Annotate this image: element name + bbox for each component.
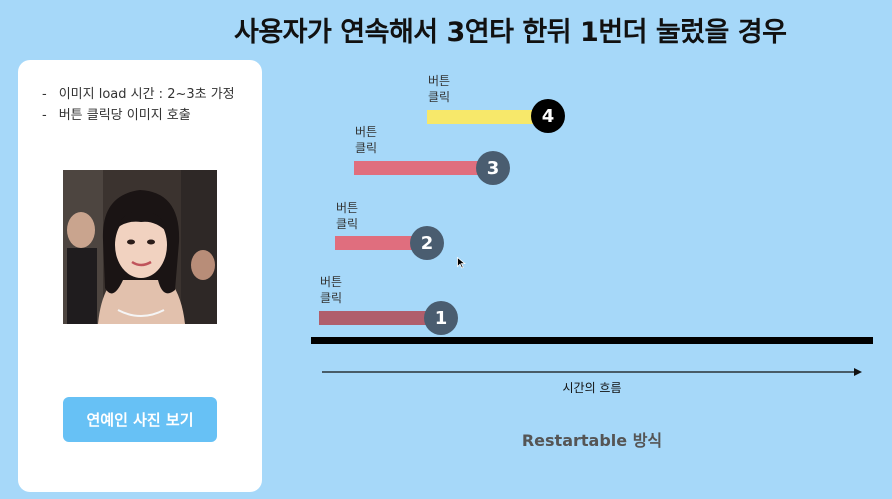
click-label-4: 버튼 클릭 bbox=[428, 74, 451, 104]
click-label-2: 버튼 클릭 bbox=[336, 201, 359, 231]
time-axis-label: 시간의 흐름 bbox=[562, 381, 622, 395]
page-title: 사용자가 연속해서 3연타 한뒤 1번더 눌렀을 경우 bbox=[234, 17, 787, 48]
click-label-3: 버튼 클릭 bbox=[355, 125, 378, 155]
click-badge-3: 3 bbox=[476, 151, 510, 185]
load-bar-2 bbox=[335, 236, 419, 250]
notes-list: 이미지 load 시간 : 2~3초 가정 버튼 클릭당 이미지 호출 bbox=[42, 84, 235, 126]
note-item: 버튼 클릭당 이미지 호출 bbox=[42, 105, 235, 126]
click-badge-4: 4 bbox=[531, 99, 565, 133]
note-item: 이미지 load 시간 : 2~3초 가정 bbox=[42, 84, 235, 105]
celebrity-photo bbox=[63, 170, 217, 324]
load-bar-1 bbox=[319, 311, 435, 325]
mouse-cursor-icon bbox=[457, 257, 466, 269]
demo-card: 이미지 load 시간 : 2~3초 가정 버튼 클릭당 이미지 호출 연예인 … bbox=[18, 60, 262, 492]
load-bar-4 bbox=[427, 110, 539, 124]
click-badge-1: 1 bbox=[424, 301, 458, 335]
time-arrow-icon bbox=[322, 368, 862, 376]
method-caption: Restartable 방식 bbox=[521, 431, 663, 450]
click-badge-2: 2 bbox=[410, 226, 444, 260]
click-label-1: 버튼 클릭 bbox=[320, 275, 343, 305]
show-celebrity-photo-button[interactable]: 연예인 사진 보기 bbox=[63, 397, 217, 442]
load-bar-3 bbox=[354, 161, 484, 175]
timeline-baseline bbox=[311, 337, 873, 344]
